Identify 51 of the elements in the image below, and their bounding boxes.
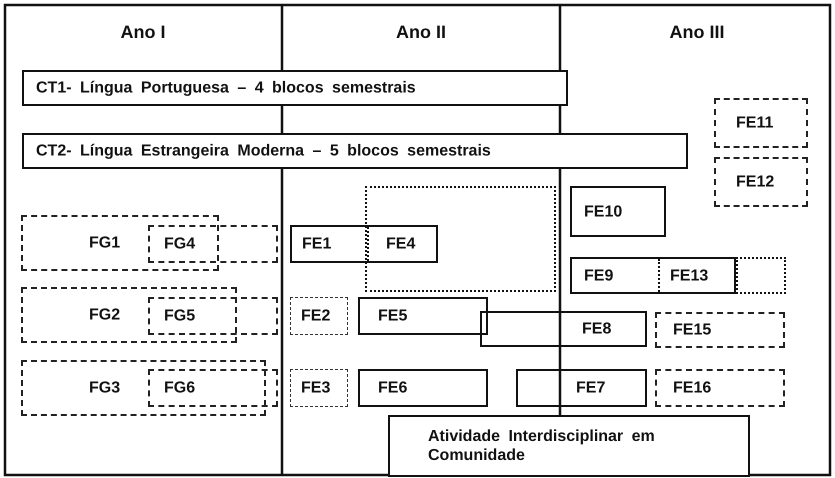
course-label: FE15 [673,320,712,340]
course-box [21,215,219,271]
course-label: FG2 [89,305,120,325]
course-label: FG6 [164,378,196,398]
course-label: FE10 [584,202,622,222]
course-label: Atividade Interdisciplinar em Comunidade [428,426,656,466]
course-box [21,287,237,343]
course-label: FE5 [378,306,408,326]
course-box [388,415,750,477]
course-label: FE2 [301,306,330,326]
column-heading: Ano I [120,22,166,43]
course-box [148,297,278,335]
course-box [516,369,647,407]
course-box [714,157,808,207]
course-label: FE7 [576,378,606,398]
course-label: FE9 [584,266,614,286]
course-box [570,186,666,237]
course-label: FE1 [302,234,332,254]
course-box [290,225,438,263]
course-label: FE13 [670,266,708,286]
course-label: CT1- Língua Portuguesa – 4 blocos semestrais [36,78,416,98]
course-label: FE8 [582,319,612,339]
column-heading: Ano II [396,22,446,43]
course-box [22,70,568,106]
course-label: FE6 [378,378,408,398]
course-label: FE12 [736,172,774,192]
course-box [655,369,785,407]
course-box [22,133,688,169]
course-label: FE11 [736,113,774,133]
course-box [570,257,736,294]
course-box [655,312,785,348]
course-box [358,297,488,335]
course-box [358,369,488,407]
column-heading: Ano III [670,22,724,43]
course-label: FG5 [164,306,196,326]
course-box [290,369,348,407]
course-label: CT2- Língua Estrangeira Moderna – 5 blocos semestrais [36,141,491,161]
course-box [21,360,266,416]
course-label: FE16 [673,378,712,398]
course-box [290,297,348,335]
dotted-region [736,257,786,294]
course-box [480,311,647,347]
dotted-region [365,186,556,292]
course-box [148,225,278,263]
course-box [714,98,808,148]
course-label: FE3 [301,378,330,398]
course-label: FG4 [164,234,196,254]
course-label: FG3 [89,378,120,398]
course-label: FG1 [89,233,120,253]
course-box [148,369,278,407]
course-label: FE4 [386,234,416,254]
